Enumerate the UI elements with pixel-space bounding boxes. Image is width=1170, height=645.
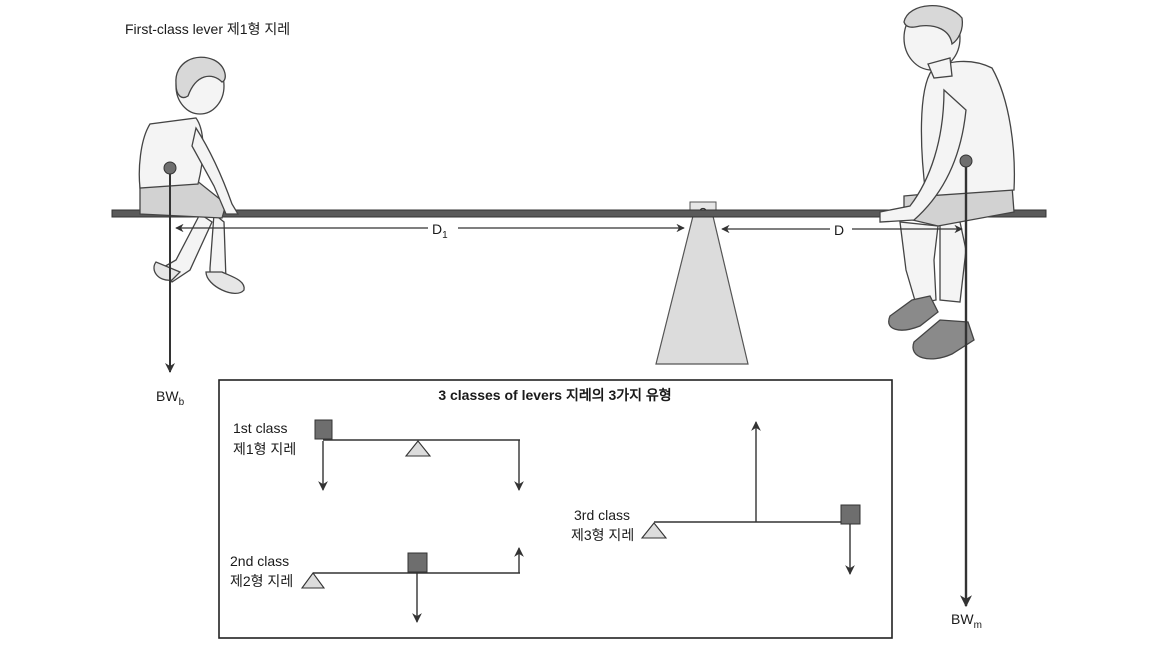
seesaw-plank <box>111 209 1047 218</box>
first-class-label: 1st class <box>233 420 287 436</box>
fulcrum-triangle-icon <box>655 201 749 365</box>
first-class-korean-label: 제1형 지레 <box>233 441 296 457</box>
d1-label: D1 <box>432 221 448 241</box>
lever-classes-inset <box>218 379 893 639</box>
man-on-seesaw-icon <box>879 5 1015 360</box>
man-weight-vector <box>959 154 973 608</box>
bw-man-label: BWm <box>951 611 982 631</box>
third-class-lever <box>640 421 861 575</box>
third-class-korean-label: 제3형 지레 <box>571 527 634 543</box>
third-class-label: 3rd class <box>574 507 630 523</box>
second-class-lever <box>300 547 524 623</box>
bw-child-label: BWb <box>156 388 185 408</box>
diagram-title: First-class lever 제1형 지레 <box>125 21 290 37</box>
child-weight-vector <box>163 161 177 373</box>
inset-title: 3 classes of levers 지레의 3가지 유형 <box>438 387 671 403</box>
second-class-korean-label: 제2형 지레 <box>230 573 293 589</box>
child-on-seesaw-icon <box>138 56 245 295</box>
second-class-label: 2nd class <box>230 553 289 569</box>
first-class-lever <box>314 419 524 491</box>
d-label: D <box>834 222 844 238</box>
